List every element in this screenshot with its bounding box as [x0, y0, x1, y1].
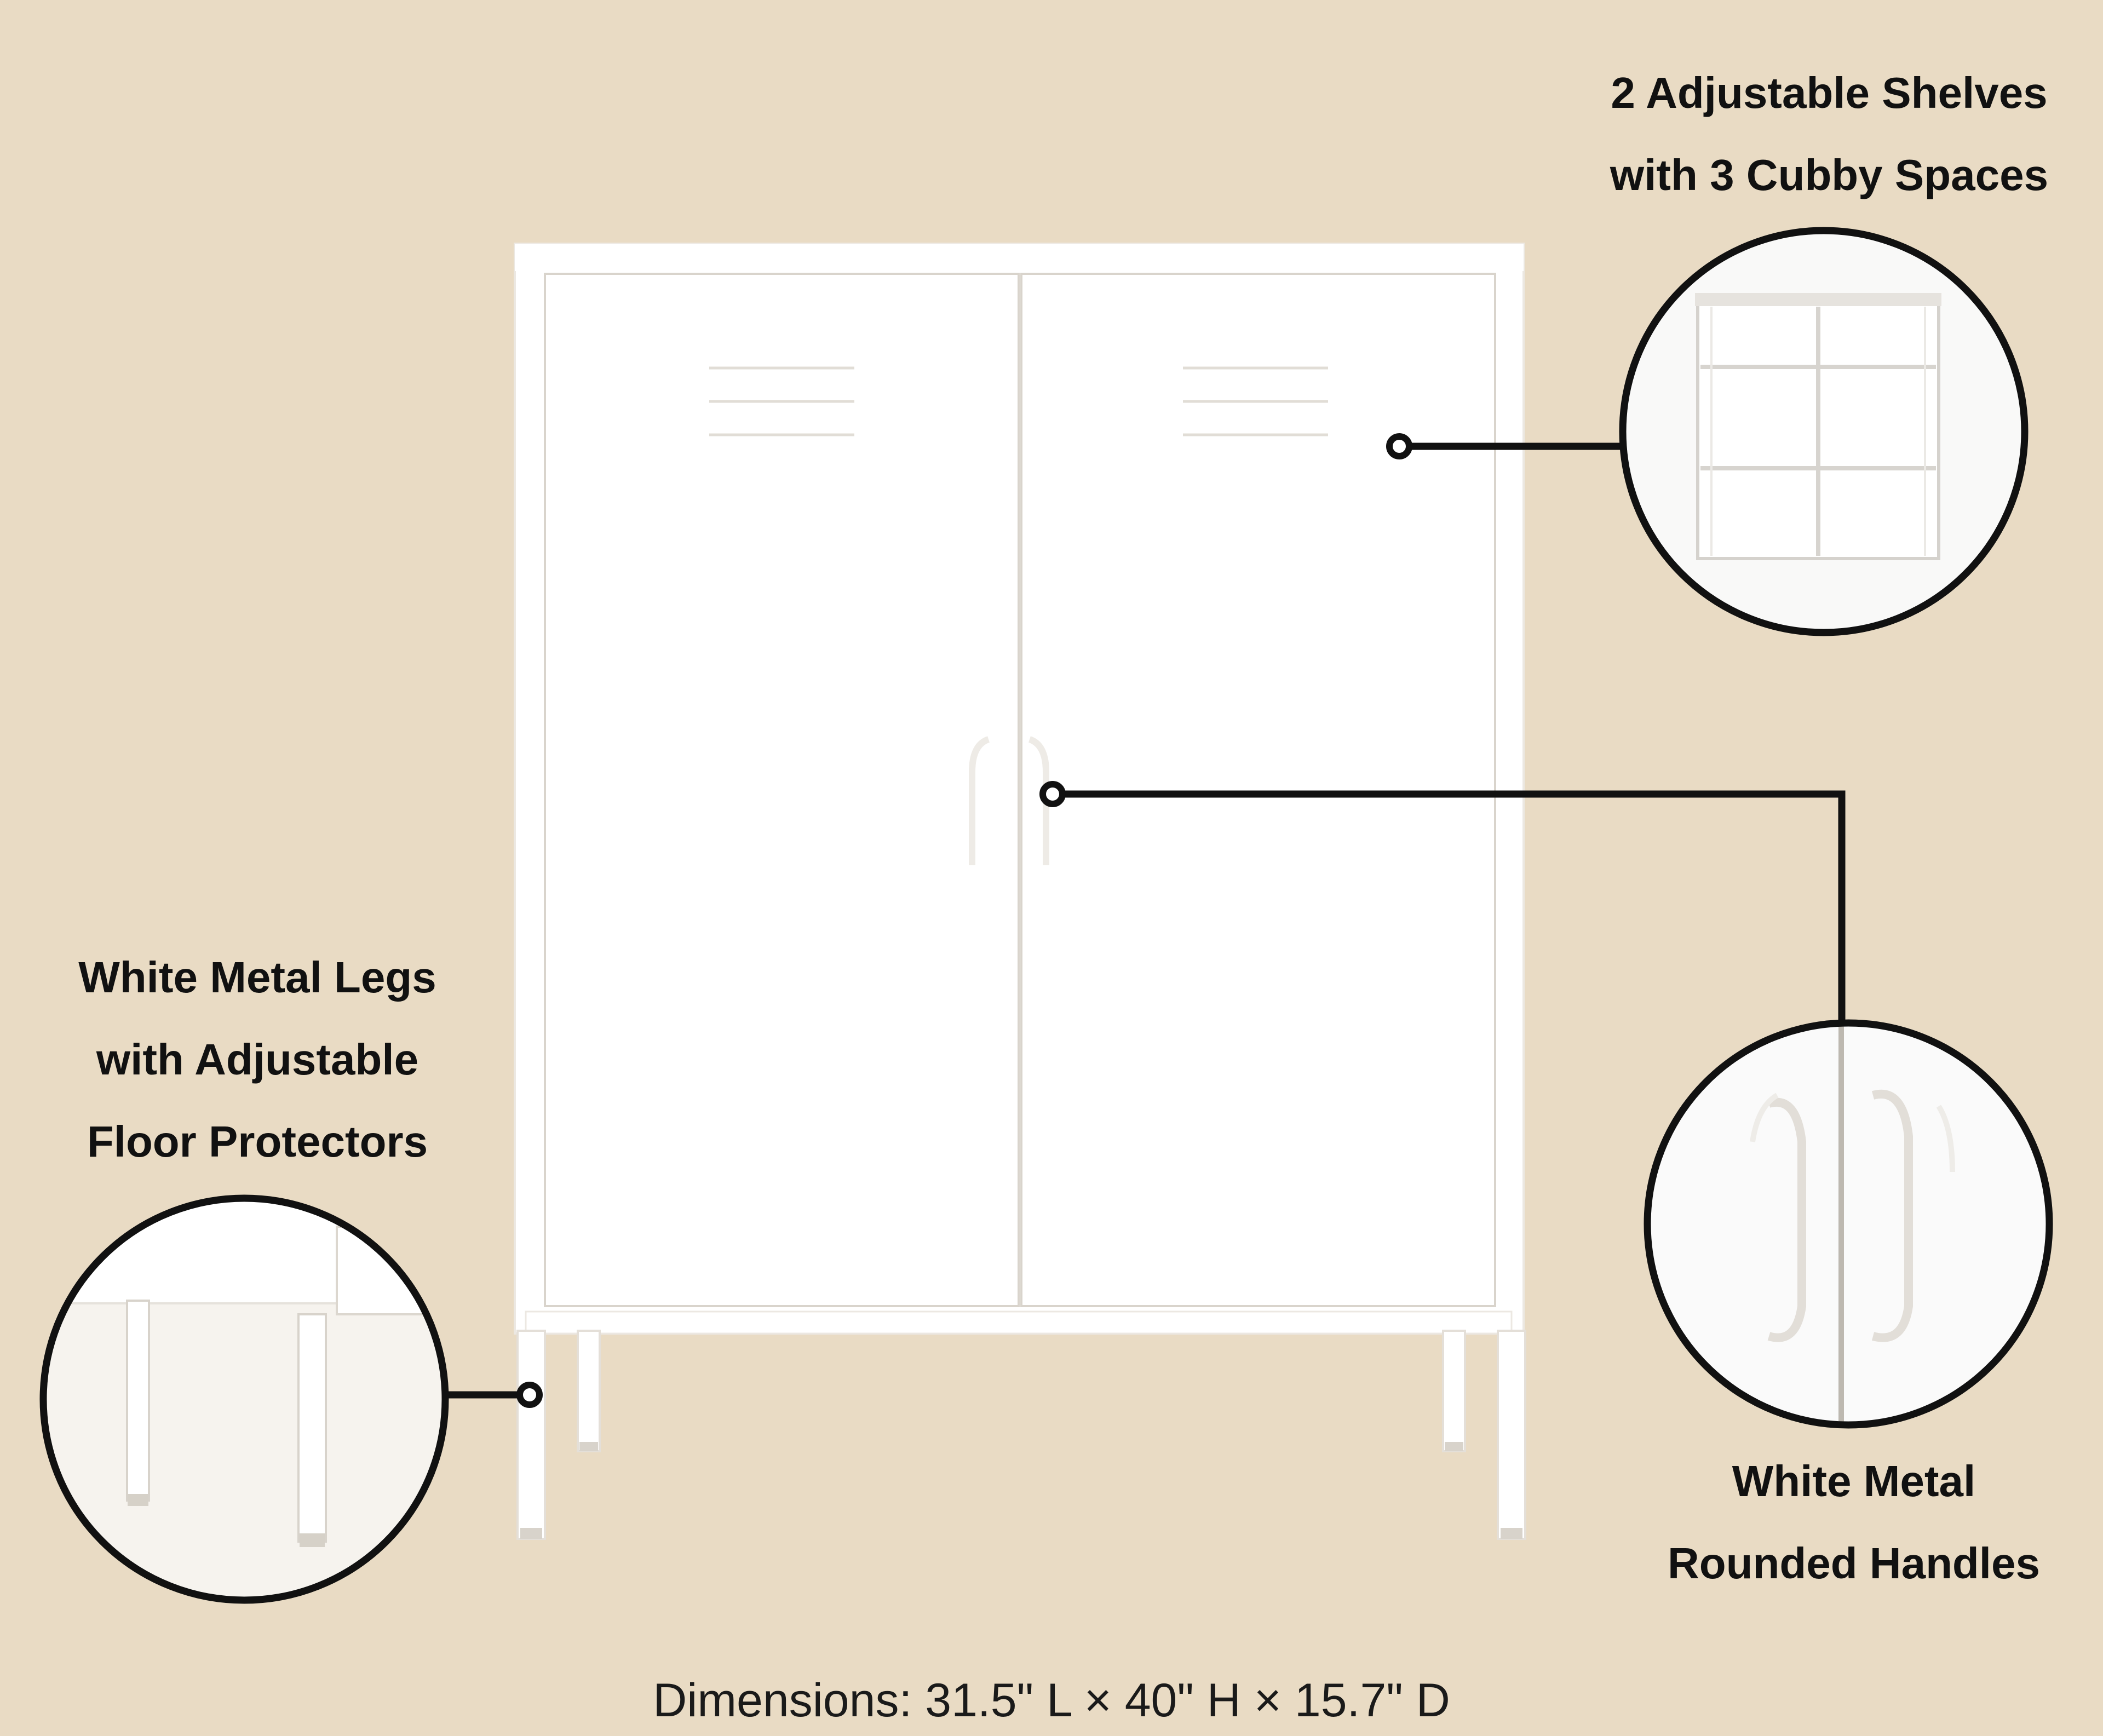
legs-callout-line-2: with Adjustable — [96, 1035, 419, 1084]
right-handle — [1028, 736, 1049, 865]
shelves-dot — [1386, 433, 1412, 459]
legs-callout-label: White Metal Legs with Adjustable Floor P… — [33, 936, 482, 1183]
handles-callout-line-2: Rounded Handles — [1667, 1539, 2041, 1588]
shelves-callout-line-2: with 3 Cubby Spaces — [1610, 151, 2049, 199]
right-door — [1020, 273, 1496, 1307]
handles-callout-label: White Metal Rounded Handles — [1577, 1440, 2103, 1605]
right-door-vents — [1183, 366, 1328, 436]
shelves-callout-label: 2 Adjustable Shelves with 3 Cubby Spaces — [1501, 52, 2103, 216]
leader-lines — [445, 442, 1846, 1399]
legs-callout-line-1: White Metal Legs — [78, 953, 436, 1002]
dimensions-caption: Dimensions: 31.5" L × 40" H × 15.7" D — [653, 1674, 1450, 1727]
legs-callout-line-3: Floor Protectors — [87, 1117, 428, 1166]
shelves-detail-circle — [1619, 227, 2029, 636]
handles-callout-line-1: White Metal — [1732, 1457, 1976, 1505]
cabinet-image — [514, 243, 1526, 1540]
left-door-vents — [709, 366, 854, 436]
left-handle — [969, 736, 990, 865]
left-door — [544, 273, 1020, 1307]
cabinet-legs — [516, 1330, 1526, 1540]
legs-dot — [516, 1382, 543, 1408]
handles-leader — [1053, 790, 1846, 1023]
legs-detail-circle — [39, 1194, 449, 1604]
leader-dots — [516, 433, 1412, 1408]
shelves-callout-line-1: 2 Adjustable Shelves — [1611, 68, 2048, 117]
handles-dot — [1039, 781, 1066, 807]
handles-detail-circle — [1644, 1019, 2053, 1429]
